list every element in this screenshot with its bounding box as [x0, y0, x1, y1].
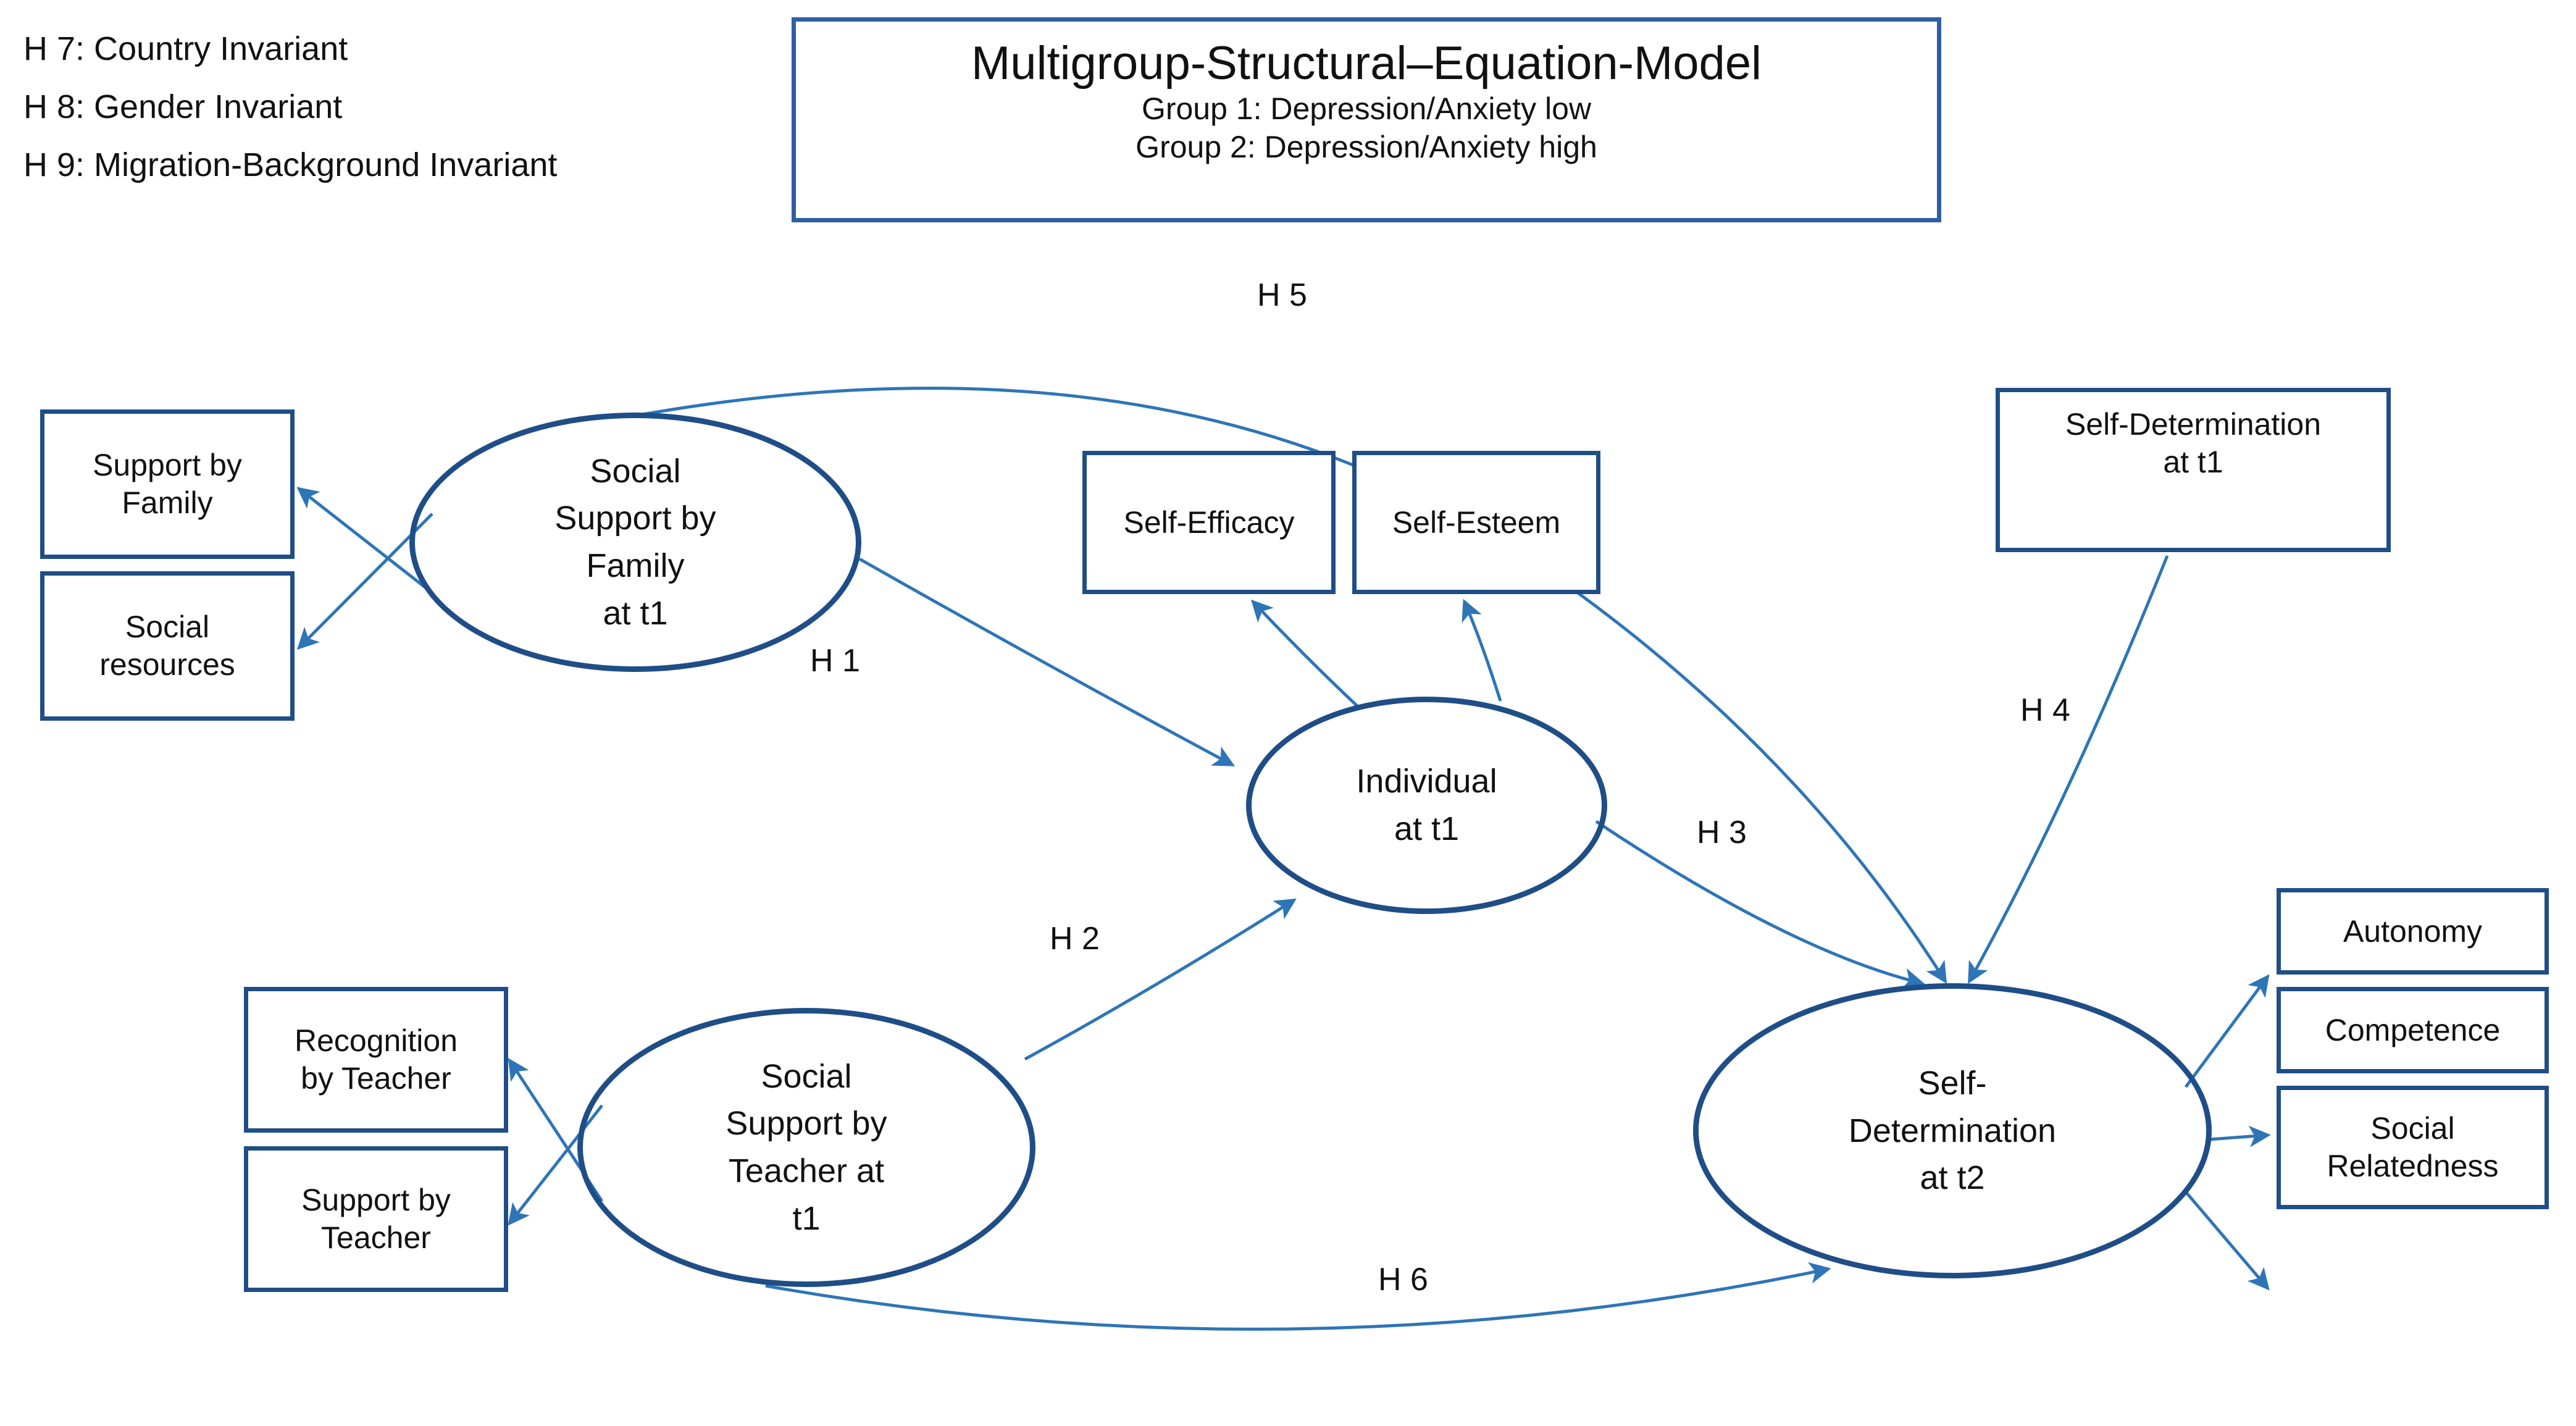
- group-1-label: Group 1: Depression/Anxiety low: [1141, 91, 1592, 126]
- path-label-h5: H 5: [1257, 277, 1307, 313]
- self-esteem-label: Self-Esteem: [1392, 505, 1561, 540]
- latent-ellipse-social-support-family-t1: Social Support by Family at t1: [409, 413, 861, 672]
- sst-line2: Support by: [726, 1105, 887, 1143]
- observed-box-social-resources: Social resources: [40, 571, 295, 721]
- support-by-teacher-line1: Support by: [301, 1183, 451, 1217]
- recognition-by-teacher-line2: by Teacher: [301, 1061, 451, 1096]
- model-title: Multigroup-Structural–Equation-Model: [971, 37, 1762, 90]
- observed-box-competence: Competence: [2277, 987, 2549, 1073]
- self-determination-t1-line1: Self-Determination: [2065, 407, 2322, 442]
- observed-box-self-determination-t1: Self-Determination at t1: [1996, 388, 2391, 552]
- individual-line2: at t1: [1394, 810, 1460, 847]
- ssf-line1: Social: [590, 452, 681, 490]
- hypothesis-h8: H 8: Gender Invariant: [23, 88, 343, 125]
- sd-t2-line3: at t2: [1920, 1159, 1985, 1197]
- individual-line1: Individual: [1356, 763, 1497, 800]
- social-resources-line2: resources: [99, 647, 235, 682]
- observed-box-support-by-family: Support by Family: [40, 409, 295, 559]
- support-by-family-line2: Family: [122, 485, 213, 520]
- social-relatedness-line1: Social: [2370, 1111, 2455, 1146]
- path-label-h3: H 3: [1697, 815, 1747, 850]
- hypotheses-list: H 7: Country Invariant H 8: Gender Invar…: [23, 32, 557, 206]
- path-label-h2: H 2: [1050, 921, 1100, 957]
- support-by-teacher-line2: Teacher: [321, 1220, 431, 1255]
- latent-ellipse-self-determination-t2: Self- Determination at t2: [1693, 983, 2212, 1278]
- hypothesis-h9: H 9: Migration-Background Invariant: [23, 146, 558, 183]
- ssf-line3: Family: [586, 547, 685, 584]
- self-efficacy-label: Self-Efficacy: [1123, 505, 1295, 540]
- observed-box-social-relatedness: Social Relatedness: [2277, 1086, 2549, 1209]
- autonomy-label: Autonomy: [2343, 913, 2483, 949]
- observed-box-support-by-teacher: Support by Teacher: [244, 1146, 508, 1292]
- model-title-box: Multigroup-Structural–Equation-Model Gro…: [792, 17, 1941, 222]
- observed-box-self-efficacy: Self-Efficacy: [1082, 451, 1336, 594]
- sd-t2-line1: Self-: [1918, 1064, 1987, 1102]
- latent-ellipse-social-support-teacher-t1: Social Support by Teacher at t1: [577, 1008, 1035, 1287]
- sst-line3: Teacher at: [728, 1152, 885, 1189]
- path-label-h1: H 1: [810, 643, 860, 679]
- sst-line4: t1: [792, 1199, 821, 1237]
- path-label-h4: H 4: [2020, 692, 2070, 728]
- path-label-h6: H 6: [1378, 1262, 1428, 1298]
- social-resources-line1: Social: [125, 610, 210, 644]
- group-2-label: Group 2: Depression/Anxiety high: [1135, 130, 1597, 165]
- observed-box-autonomy: Autonomy: [2277, 888, 2549, 975]
- self-determination-t1-line2: at t1: [2163, 445, 2223, 479]
- hypothesis-h7: H 7: Country Invariant: [23, 30, 348, 67]
- recognition-by-teacher-line1: Recognition: [294, 1023, 458, 1058]
- latent-ellipse-individual-t1: Individual at t1: [1246, 697, 1607, 914]
- social-relatedness-line2: Relatedness: [2327, 1149, 2499, 1183]
- ssf-line2: Support by: [554, 500, 716, 537]
- support-by-family-line1: Support by: [93, 448, 242, 482]
- sd-t2-line2: Determination: [1848, 1112, 2057, 1149]
- observed-box-self-esteem: Self-Esteem: [1352, 451, 1600, 594]
- observed-box-recognition-by-teacher: Recognition by Teacher: [244, 987, 508, 1133]
- ssf-line4: at t1: [603, 594, 668, 632]
- competence-label: Competence: [2325, 1012, 2501, 1047]
- sst-line1: Social: [761, 1057, 852, 1095]
